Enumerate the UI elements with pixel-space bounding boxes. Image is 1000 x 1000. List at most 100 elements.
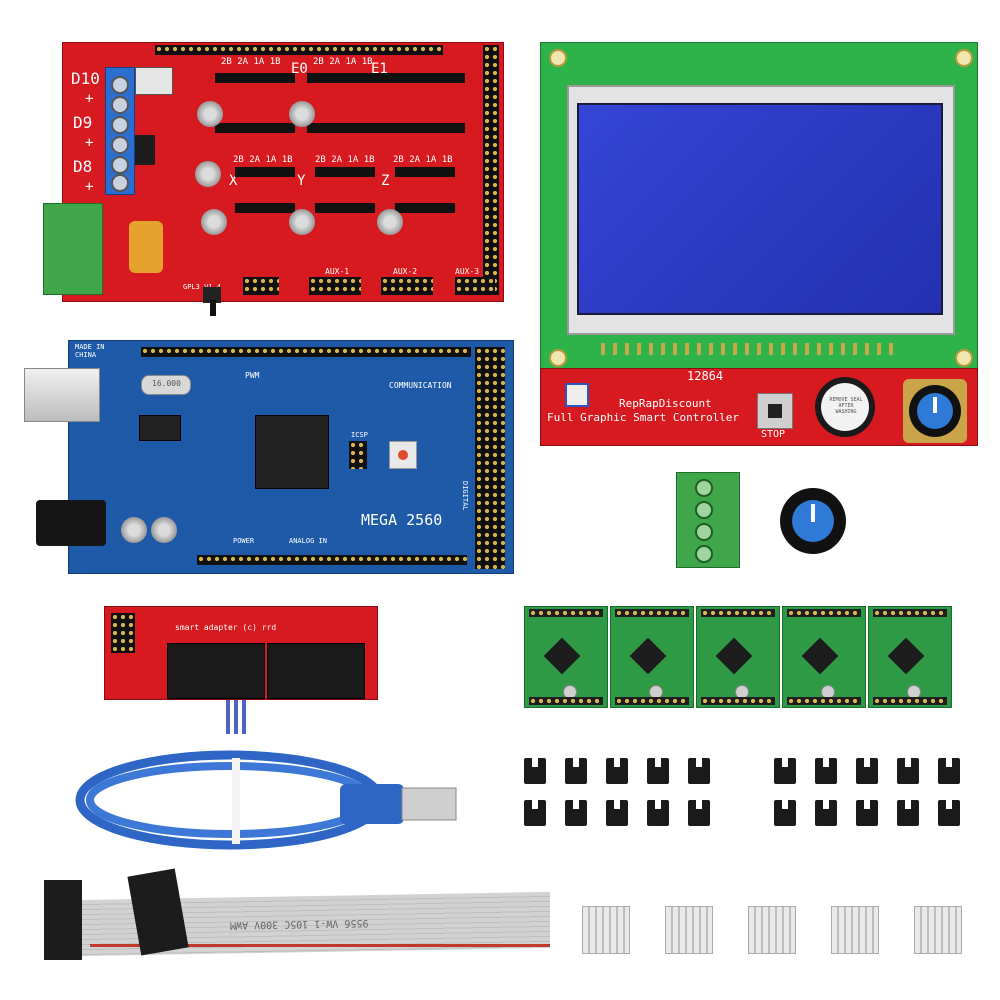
driver-socket	[215, 73, 295, 83]
screw-icon	[695, 501, 713, 519]
adapter-pin-leads	[226, 700, 248, 734]
mount-hole	[549, 49, 567, 67]
driver-ic	[887, 637, 925, 675]
controller-title: Full Graphic Smart Controller	[547, 411, 740, 424]
jumper	[565, 758, 587, 784]
heatsink	[665, 906, 713, 954]
driver-pins	[787, 697, 861, 705]
smart-adapter: smart adapter (c) rrd	[104, 606, 378, 700]
lcd-pin-row	[601, 343, 901, 355]
driver-socket	[315, 167, 375, 177]
top-digital-header	[141, 347, 471, 357]
driver-pins	[701, 697, 775, 705]
adapter-label: smart adapter (c) rrd	[175, 623, 277, 632]
driver-ic	[801, 637, 839, 675]
brand-label: RepRapDiscount	[619, 397, 712, 410]
adapter-pins	[111, 613, 135, 653]
contrast-pot	[565, 383, 589, 407]
screw-icon	[111, 96, 129, 114]
usb-cable	[75, 750, 457, 850]
ramps-board: D10 + D9 + D8 + 2B 2A 1A 1B 2B 2A 1A 1B …	[43, 42, 504, 303]
heatsink	[831, 906, 879, 954]
green-power-connector	[43, 203, 103, 295]
knob-face	[917, 393, 953, 429]
pwm-label: PWM	[245, 371, 260, 380]
jumper	[647, 800, 669, 826]
communication-label: COMMUNICATION	[389, 381, 452, 390]
screw-icon	[111, 76, 129, 94]
screw-icon	[695, 545, 713, 563]
d8-label: D8	[73, 157, 93, 176]
aux1-label: AUX-1	[325, 267, 350, 276]
top-header	[155, 45, 443, 55]
driver-pins	[873, 609, 947, 617]
capacitor	[201, 209, 227, 235]
jumper	[524, 758, 546, 784]
capacitor	[289, 209, 315, 235]
driver-ic	[715, 637, 753, 675]
fuse	[129, 221, 163, 273]
driver-pins	[873, 697, 947, 705]
terminal-block	[676, 472, 740, 568]
y-axis-label: Y	[297, 173, 306, 189]
driver-ic	[543, 637, 581, 675]
right-digital-header	[475, 347, 505, 569]
driver-socket	[385, 123, 465, 133]
jumper	[688, 758, 710, 784]
knob-indicator	[933, 397, 937, 413]
d10-label: D10	[71, 69, 100, 88]
screw-icon	[695, 479, 713, 497]
buzzer: REMOVE SEAL AFTER WASHING	[815, 377, 875, 437]
knob-face	[792, 500, 834, 542]
reset-pin	[210, 300, 216, 316]
heatsink	[914, 906, 962, 954]
jumper	[856, 758, 878, 784]
lcd-model-label: 12864	[687, 369, 724, 383]
driver-pin-label: 2B 2A 1A 1B	[233, 155, 293, 165]
icsp-label: ICSP	[351, 431, 368, 439]
driver-pins	[701, 609, 775, 617]
knob-indicator	[811, 504, 815, 522]
usb-chip	[139, 415, 181, 441]
screw-icon	[111, 156, 129, 174]
usb-plug-metal	[401, 787, 457, 821]
driver-socket	[385, 73, 465, 83]
jumper	[815, 758, 837, 784]
plus-label: +	[85, 179, 94, 195]
screw-icon	[111, 136, 129, 154]
screw-icon	[695, 523, 713, 541]
dc-jack	[36, 500, 106, 546]
driver-pin-label: 2B 2A 1A 1B	[313, 57, 373, 67]
gpl-label: GPL3 V1.4	[183, 283, 221, 291]
jumper	[938, 758, 960, 784]
reset-button	[203, 287, 221, 303]
driver-socket	[235, 203, 295, 213]
right-header	[483, 45, 499, 295]
e0-label: E0	[291, 61, 308, 77]
bottom-header	[197, 555, 467, 565]
jumper	[774, 800, 796, 826]
plus-label: +	[85, 135, 94, 151]
encoder-knob-icon	[903, 379, 967, 443]
jumper	[897, 800, 919, 826]
reset-button	[389, 441, 417, 469]
heatsink	[748, 906, 796, 954]
jumper	[606, 758, 628, 784]
ribbon-print: 9556 VW-1 105C 300V AWM	[230, 917, 369, 931]
jumper	[856, 800, 878, 826]
screw-icon	[111, 174, 129, 192]
plus-label: +	[85, 91, 94, 107]
d9-label: D9	[73, 113, 93, 132]
jumper	[938, 800, 960, 826]
jumper	[647, 758, 669, 784]
driver-socket	[395, 167, 455, 177]
driver-socket	[315, 203, 375, 213]
mega-board: MADE IN CHINA PWM COMMUNICATION 16.000 I…	[68, 340, 514, 574]
mosfet	[135, 135, 155, 165]
mosfet	[135, 67, 173, 95]
x-axis-label: X	[229, 173, 238, 189]
lcd-screen	[577, 103, 943, 315]
aux-header	[309, 277, 361, 295]
driver-pins	[529, 697, 603, 705]
lcd-board	[540, 42, 978, 370]
